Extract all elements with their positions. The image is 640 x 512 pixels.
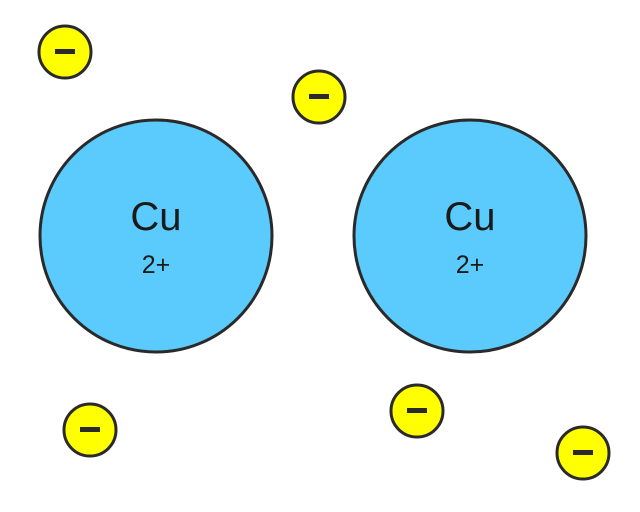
minus-icon — [573, 450, 593, 455]
electron — [37, 24, 93, 80]
minus-icon — [55, 49, 75, 54]
electron — [291, 69, 347, 125]
minus-icon — [80, 427, 100, 432]
ion-symbol: Cu — [444, 195, 495, 239]
copper-ion-right: Cu 2+ — [352, 118, 588, 354]
minus-icon — [407, 408, 427, 413]
electron — [555, 425, 611, 481]
ion-charge: 2+ — [142, 251, 171, 279]
ion-circle — [38, 118, 274, 354]
electron — [62, 402, 118, 458]
ion-circle — [352, 118, 588, 354]
copper-ion-left: Cu 2+ — [38, 118, 274, 354]
electron — [389, 383, 445, 439]
ion-symbol: Cu — [130, 195, 181, 239]
ion-charge: 2+ — [456, 251, 485, 279]
minus-icon — [309, 94, 329, 99]
